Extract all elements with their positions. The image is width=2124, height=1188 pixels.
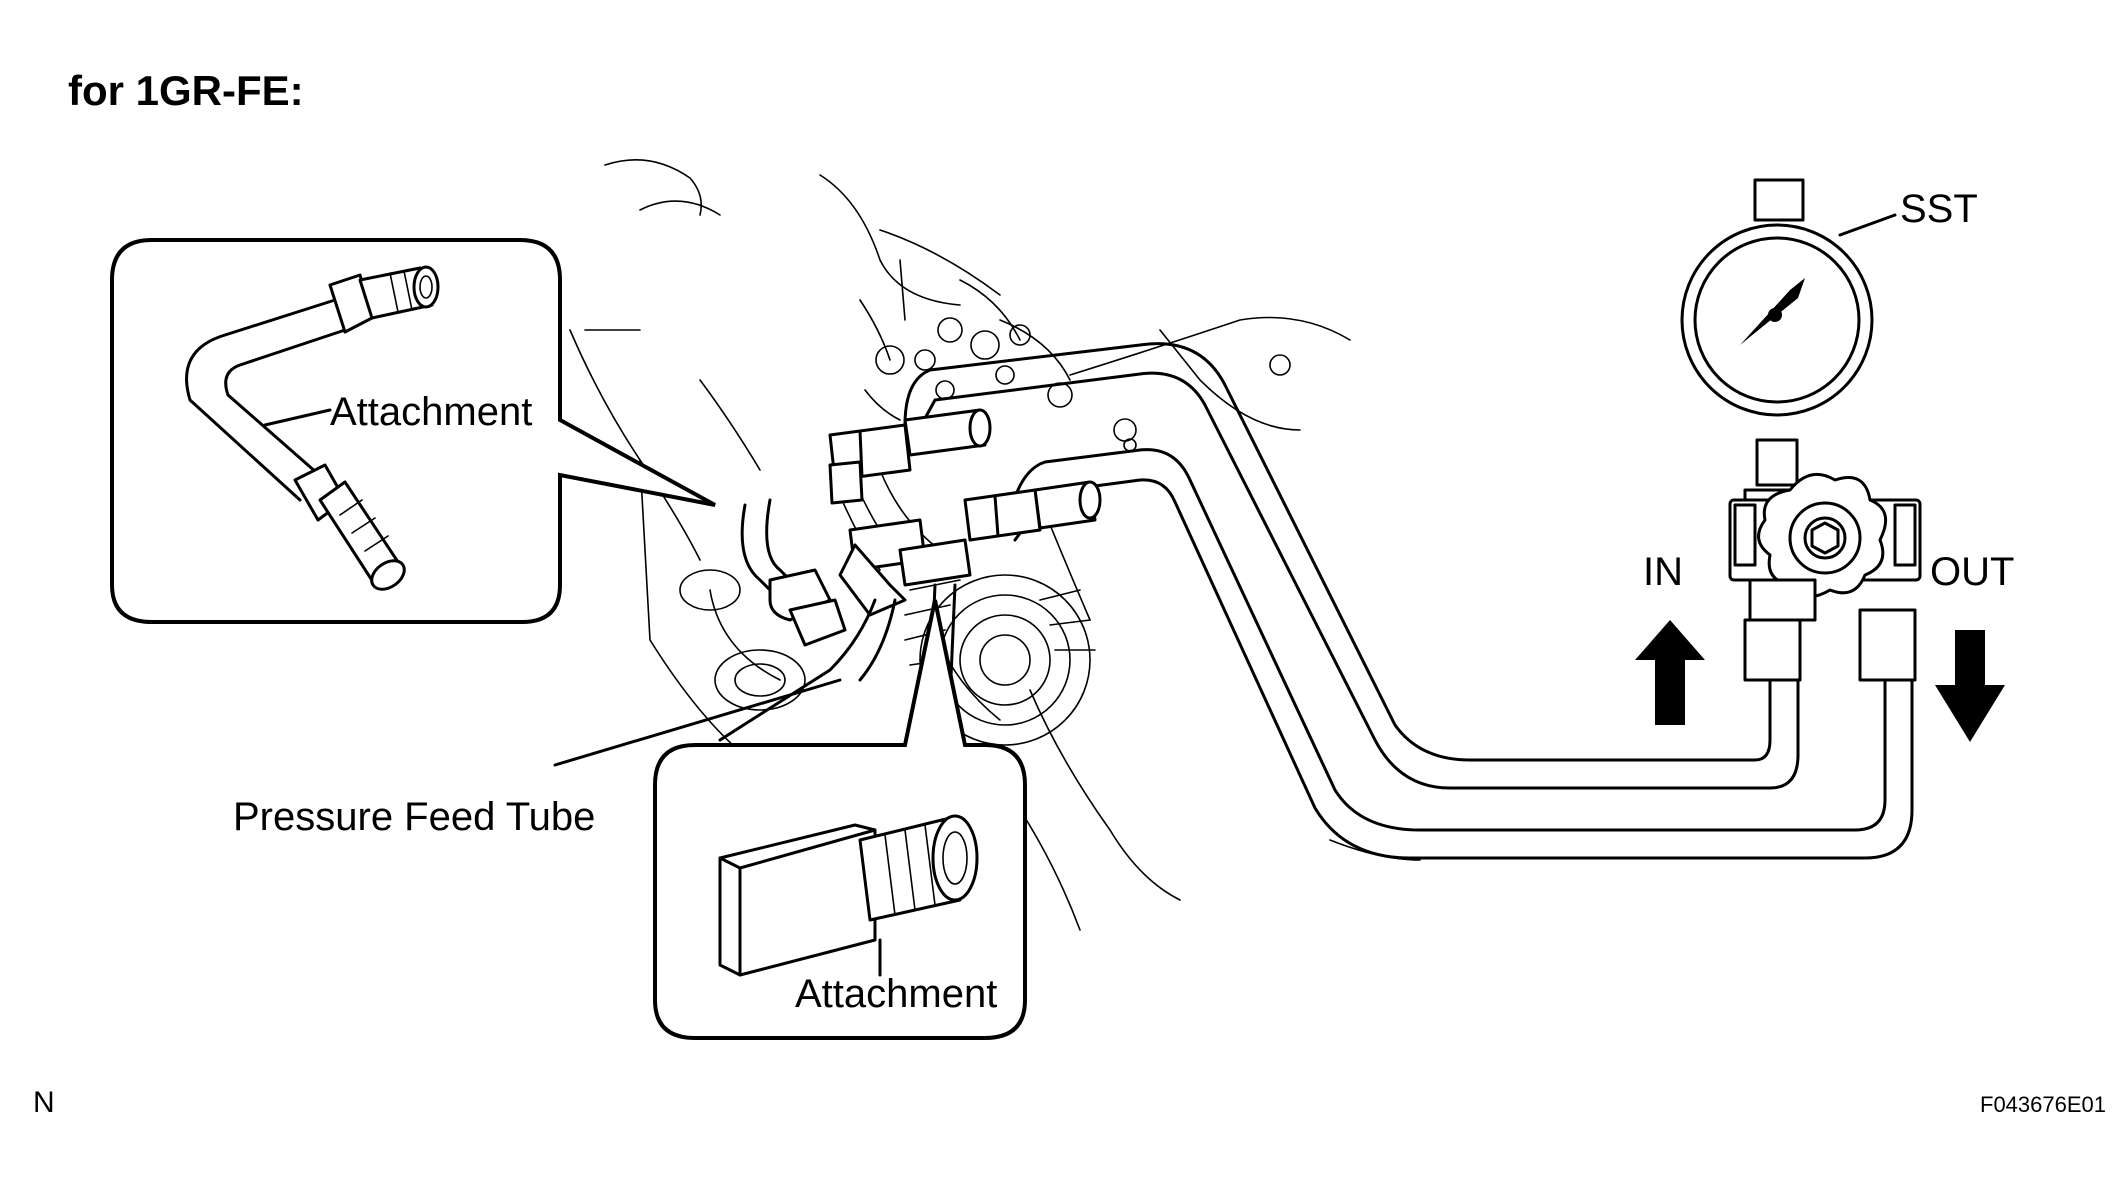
- attachment-label-bottom: Attachment: [795, 972, 997, 1016]
- pressure-feed-tube-label: Pressure Feed Tube: [233, 795, 595, 839]
- corner-letter: N: [33, 1086, 55, 1119]
- callout-attachment-top: [110, 238, 716, 624]
- out-label: OUT: [1930, 550, 2014, 594]
- sst-gauge-assembly: [1680, 178, 1922, 682]
- callout-attachment-bottom: [653, 599, 1027, 1040]
- arrow-up-icon: [1635, 620, 1705, 725]
- arrow-down-icon: [1935, 630, 2005, 742]
- diagram-heading: for 1GR-FE:: [68, 67, 304, 114]
- figure-code: F043676E01: [1980, 1092, 2106, 1117]
- attachment-label-top: Attachment: [330, 390, 532, 434]
- engine-background-sketch: [569, 159, 1421, 931]
- sst-label: SST: [1900, 187, 1978, 231]
- in-label: IN: [1643, 550, 1683, 594]
- pressure-feed-tube-leader: [553, 678, 842, 767]
- tube-fittings-cluster: [718, 460, 972, 742]
- sst-leader: [1838, 213, 1897, 237]
- hose-from-gauge-out: [963, 448, 1914, 860]
